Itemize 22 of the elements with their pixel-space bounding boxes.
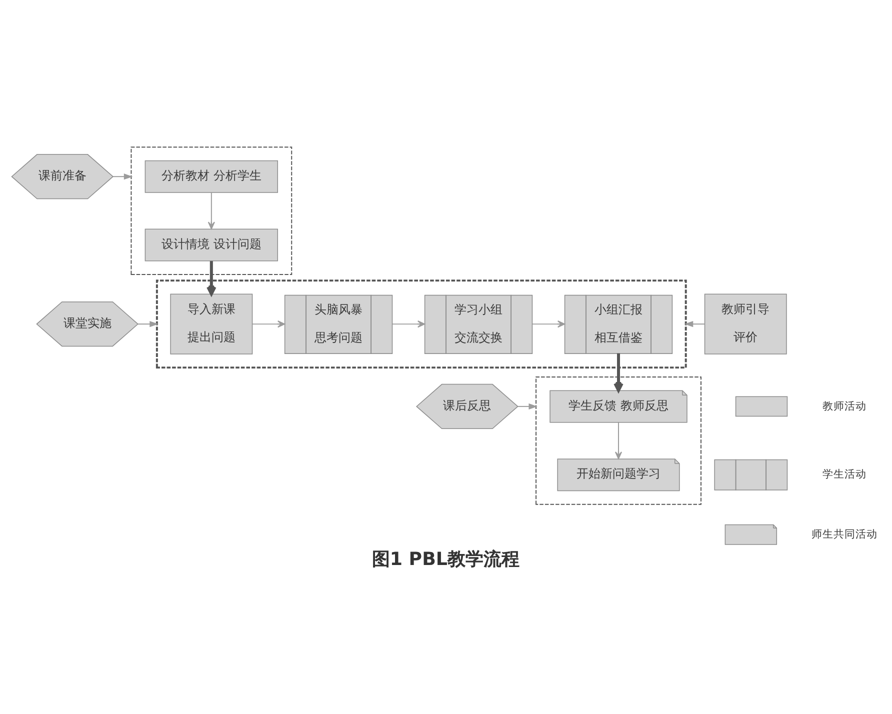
- arrow: [684, 320, 706, 327]
- arrow: [252, 320, 286, 328]
- legend-label: 教师活动: [822, 400, 867, 412]
- caption: 图1 PBL教学流程: [372, 548, 520, 570]
- node-box: 设计情境 设计问题: [144, 228, 278, 261]
- arrow: [614, 421, 622, 459]
- node-box: 教师引导 评价: [704, 293, 787, 354]
- arrow: [112, 173, 133, 180]
- legend-label: 师生共同活动: [812, 528, 878, 540]
- arrow: [518, 402, 538, 410]
- node-box: 分析教材 分析学生: [144, 160, 278, 192]
- arrow: [206, 260, 216, 295]
- arrow: [137, 320, 158, 327]
- arrow: [392, 320, 426, 328]
- node-box: [735, 396, 788, 416]
- legend-label: 学生活动: [822, 468, 867, 480]
- cluster: [156, 279, 687, 368]
- cluster: [130, 146, 292, 274]
- arrow: [208, 192, 215, 229]
- node-box: 导入新课 提出问题: [170, 293, 253, 354]
- arrow: [532, 320, 566, 328]
- cluster: [536, 376, 702, 504]
